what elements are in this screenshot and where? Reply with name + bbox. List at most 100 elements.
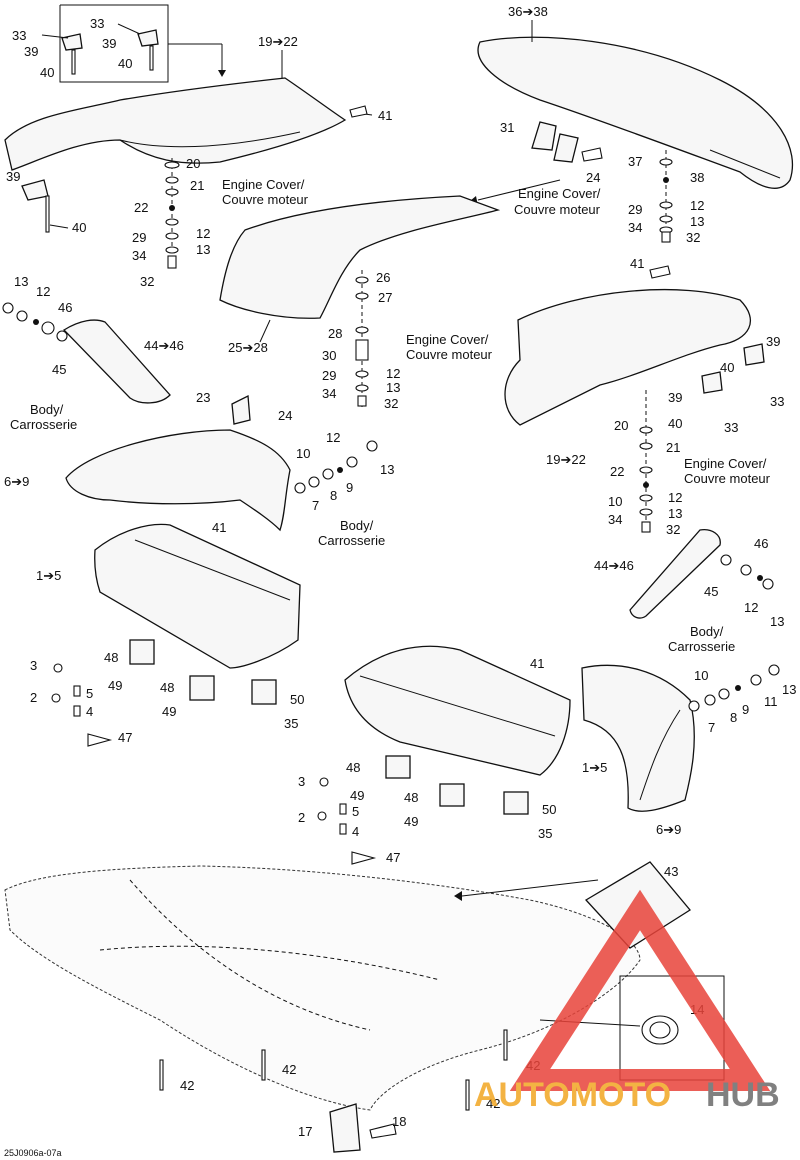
hardware-row-left <box>294 440 378 494</box>
label-28: 28 <box>328 326 342 341</box>
callout-engine-cover: Engine Cover/ <box>222 177 305 192</box>
label-33: 33 <box>12 28 26 43</box>
label-11: 11 <box>764 694 778 709</box>
label-1-5: 1➔5 <box>36 568 61 583</box>
callout-engine-cover: Engine Cover/ <box>406 332 489 347</box>
label-49: 49 <box>108 678 122 693</box>
label-46: 46 <box>754 536 768 551</box>
label-12: 12 <box>36 284 50 299</box>
label-42: 42 <box>180 1078 194 1093</box>
engine-cover-panel-middle <box>219 195 501 319</box>
label-39: 39 <box>766 334 780 349</box>
callout-body: Carrosserie <box>668 639 735 654</box>
label-26: 26 <box>376 270 390 285</box>
callout-body: Carrosserie <box>10 417 77 432</box>
label-46: 46 <box>58 300 72 315</box>
figure-code: 25J0906a-07a <box>4 1148 62 1158</box>
label-29: 29 <box>628 202 642 217</box>
callout-engine-cover: Couvre moteur <box>684 471 771 486</box>
label-34: 34 <box>608 512 622 527</box>
label-50: 50 <box>290 692 304 707</box>
hardware-stack-middle <box>355 270 369 410</box>
hinge-bracket-left <box>2 302 171 404</box>
pin-40 <box>45 195 50 233</box>
label-17: 17 <box>298 1124 312 1139</box>
label-33: 33 <box>770 394 784 409</box>
label-5: 5 <box>86 686 93 701</box>
watermark-logo: AUTOMOTO HUB <box>474 889 780 1114</box>
label-33: 33 <box>90 16 104 31</box>
hardware-row-right <box>688 664 780 712</box>
label-48: 48 <box>404 790 418 805</box>
label-49: 49 <box>350 788 364 803</box>
hardware-stack-top-right <box>659 150 673 243</box>
engine-cover-panel-top-left <box>4 77 347 171</box>
seat-cover-top-right <box>477 36 794 189</box>
label-13: 13 <box>386 380 400 395</box>
callout-body: Body/ <box>690 624 724 639</box>
label-6-9: 6➔9 <box>4 474 29 489</box>
label-32: 32 <box>140 274 154 289</box>
label-40: 40 <box>668 416 682 431</box>
label-32: 32 <box>666 522 680 537</box>
hinge-bracket-right <box>629 529 774 619</box>
label-21: 21 <box>190 178 204 193</box>
label-10: 10 <box>608 494 622 509</box>
label-29: 29 <box>322 368 336 383</box>
label-12: 12 <box>326 430 340 445</box>
label-2: 2 <box>298 810 305 825</box>
label-5: 5 <box>352 804 359 819</box>
label-7: 7 <box>312 498 319 513</box>
side-panel-19-22 <box>504 265 751 426</box>
label-42: 42 <box>282 1062 296 1077</box>
label-10: 10 <box>296 446 310 461</box>
seat-cushion-left <box>94 523 301 705</box>
side-panel-6-9-left <box>65 394 291 532</box>
label-3: 3 <box>30 658 37 673</box>
label-47: 47 <box>386 850 400 865</box>
label-4: 4 <box>86 704 93 719</box>
pins-42 <box>159 1029 508 1111</box>
label-7: 7 <box>708 720 715 735</box>
label-8: 8 <box>730 710 737 725</box>
label-31: 31 <box>500 120 514 135</box>
brackets-31 <box>531 121 579 163</box>
inset-box-hardware <box>41 4 226 83</box>
label-25-28: 25➔28 <box>228 340 268 355</box>
label-32: 32 <box>686 230 700 245</box>
callout-engine-cover: Couvre moteur <box>514 202 601 217</box>
label-36-38: 36➔38 <box>508 4 548 19</box>
label-39: 39 <box>668 390 682 405</box>
bracket-39 <box>21 179 49 201</box>
callout-body: Body/ <box>30 402 64 417</box>
label-19-22: 19➔22 <box>546 452 586 467</box>
label-13: 13 <box>668 506 682 521</box>
mud-flap-17 <box>329 1103 397 1153</box>
side-panel-6-9-right <box>581 664 695 812</box>
label-3: 3 <box>298 774 305 789</box>
label-12: 12 <box>744 600 758 615</box>
label-27: 27 <box>378 290 392 305</box>
label-13: 13 <box>690 214 704 229</box>
label-21: 21 <box>666 440 680 455</box>
label-13: 13 <box>380 462 394 477</box>
label-13: 13 <box>770 614 784 629</box>
label-12: 12 <box>668 490 682 505</box>
label-22: 22 <box>610 464 624 479</box>
label-19-22: 19➔22 <box>258 34 298 49</box>
label-44-46: 44➔46 <box>594 558 634 573</box>
callout-engine-cover: Engine Cover/ <box>518 186 601 201</box>
label-4: 4 <box>352 824 359 839</box>
label-9: 9 <box>346 480 353 495</box>
label-40: 40 <box>40 65 54 80</box>
label-34: 34 <box>322 386 336 401</box>
label-41: 41 <box>630 256 644 271</box>
label-20: 20 <box>614 418 628 433</box>
brackets-39-right <box>701 343 765 394</box>
label-44-46: 44➔46 <box>144 338 184 353</box>
callout-engine-cover: Couvre moteur <box>406 347 493 362</box>
label-8: 8 <box>330 488 337 503</box>
label-12: 12 <box>196 226 210 241</box>
label-41: 41 <box>530 656 544 671</box>
label-42: 42 <box>486 1096 500 1111</box>
